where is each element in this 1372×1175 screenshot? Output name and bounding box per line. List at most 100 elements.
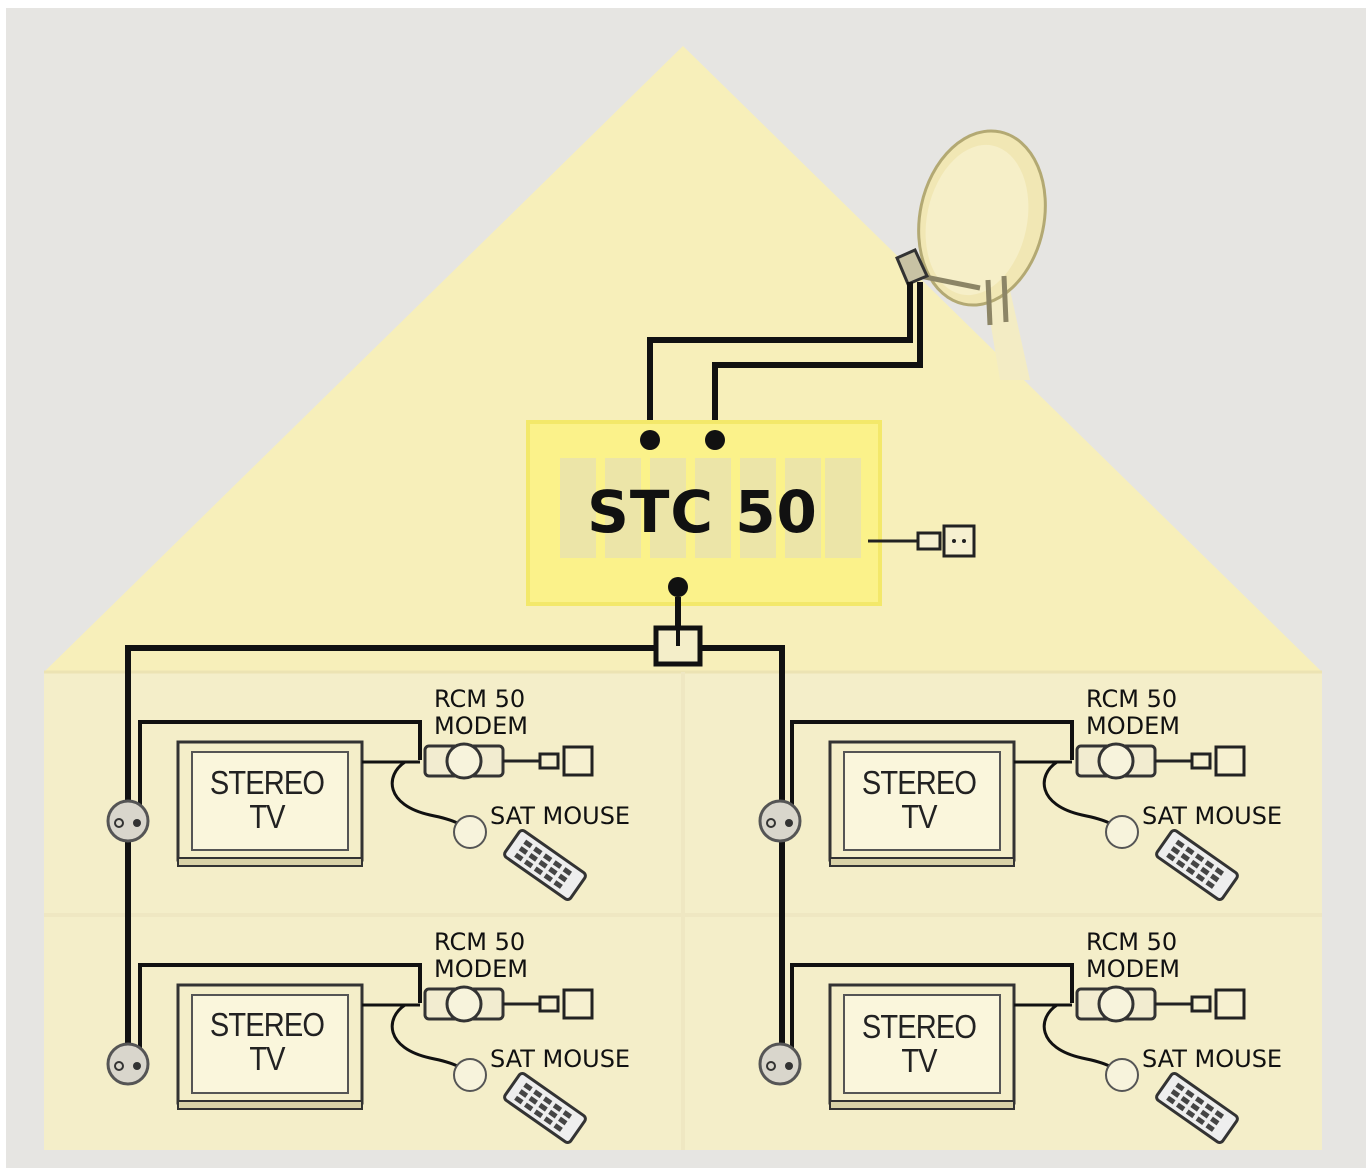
remote-button	[533, 1089, 543, 1099]
sat-mouse	[453, 815, 487, 849]
tv-screen	[191, 751, 349, 851]
tv-screen	[843, 994, 1001, 1094]
remote-button	[533, 866, 544, 876]
outlet-hole	[785, 1062, 793, 1070]
outlet-hole	[766, 818, 776, 828]
outlet-hole	[785, 819, 793, 827]
remote-button	[1170, 846, 1181, 855]
room-2	[758, 720, 1246, 901]
remote-button	[1185, 866, 1196, 876]
outlet-hole	[114, 1061, 124, 1071]
hub-output-port	[668, 577, 688, 597]
remote-button	[543, 1116, 554, 1126]
feed-cable-1	[647, 282, 913, 440]
remote-button	[538, 859, 548, 869]
modem-cable	[138, 720, 422, 808]
remote-button	[542, 1096, 553, 1106]
remote-button	[1185, 846, 1195, 856]
remote-button	[514, 852, 524, 862]
remote-button	[1195, 1116, 1206, 1126]
remote-button	[1205, 1123, 1215, 1132]
modem-knob	[445, 985, 483, 1023]
remote-button	[1194, 1096, 1205, 1106]
outlet-hole	[133, 1062, 141, 1070]
sat-mouse	[453, 1058, 487, 1092]
remote-button	[1166, 1095, 1176, 1105]
remote-button	[548, 1109, 558, 1119]
remote-button	[1175, 859, 1186, 869]
sat-mouse	[1105, 815, 1139, 849]
remote-button	[548, 866, 558, 876]
remote-button	[1210, 873, 1220, 883]
remote-button	[1185, 1089, 1195, 1099]
remote-button	[1175, 1082, 1185, 1092]
remote-button	[543, 873, 554, 883]
remote-button	[1204, 860, 1215, 869]
remote-button	[1204, 1103, 1215, 1112]
remote-button	[1180, 1096, 1190, 1105]
remote-button	[1195, 873, 1206, 883]
modem-cable	[790, 720, 1074, 808]
modem-knob	[1097, 985, 1135, 1023]
remote-button	[542, 853, 553, 863]
modem-knob	[445, 742, 483, 780]
modem-plug	[1190, 752, 1212, 770]
remote-control	[1155, 829, 1239, 901]
remote-button	[552, 1103, 563, 1112]
remote-button	[1194, 853, 1205, 863]
sat-mouse-label-2: SAT MOUSE	[1142, 802, 1283, 830]
feed-cable-2	[712, 282, 923, 440]
tv-screen	[843, 751, 1001, 851]
power-socket	[1214, 988, 1246, 1020]
remote-button	[1205, 880, 1215, 889]
remote-button	[1214, 867, 1225, 876]
sat-mouse-label-3: SAT MOUSE	[490, 1045, 631, 1073]
remote-button	[558, 873, 568, 883]
remote-button	[1214, 1110, 1225, 1119]
tv-base	[177, 857, 363, 867]
remote-button	[518, 1089, 529, 1098]
riser-cable	[125, 835, 785, 1048]
room-4	[758, 963, 1246, 1144]
hub-power-plug	[868, 524, 976, 558]
remote-button	[523, 839, 533, 849]
hub-box	[526, 420, 882, 606]
remote-button	[562, 867, 573, 876]
remote-button	[552, 860, 563, 869]
satellite-dish	[895, 129, 1047, 380]
remote-button	[523, 1102, 534, 1112]
modem-plug	[1190, 995, 1212, 1013]
outlet-hole	[133, 819, 141, 827]
sat-mouse-label-1: SAT MOUSE	[490, 802, 631, 830]
modem-cable	[790, 963, 1074, 1051]
remote-button	[562, 1110, 573, 1119]
remote-button	[528, 853, 538, 862]
remote-button	[1190, 859, 1200, 869]
hub-input-port-1	[640, 430, 660, 450]
tv-base	[177, 1100, 363, 1110]
remote-button	[1170, 1089, 1181, 1098]
remote-button	[1190, 1102, 1200, 1112]
outlet-hole	[766, 1061, 776, 1071]
remote-control	[503, 1072, 587, 1144]
power-socket	[562, 988, 594, 1020]
sat-mouse-label-4: SAT MOUSE	[1142, 1045, 1283, 1073]
remote-button	[518, 846, 529, 855]
room-1	[106, 720, 594, 901]
remote-control	[503, 829, 587, 901]
remote-button	[1180, 853, 1190, 862]
wall-outlet	[758, 1042, 802, 1086]
power-socket	[1214, 745, 1246, 777]
outlet-hole	[114, 818, 124, 828]
remote-button	[1166, 852, 1176, 862]
remote-button	[1200, 1109, 1210, 1119]
wall-outlet	[106, 799, 150, 843]
modem-cable	[138, 963, 422, 1051]
